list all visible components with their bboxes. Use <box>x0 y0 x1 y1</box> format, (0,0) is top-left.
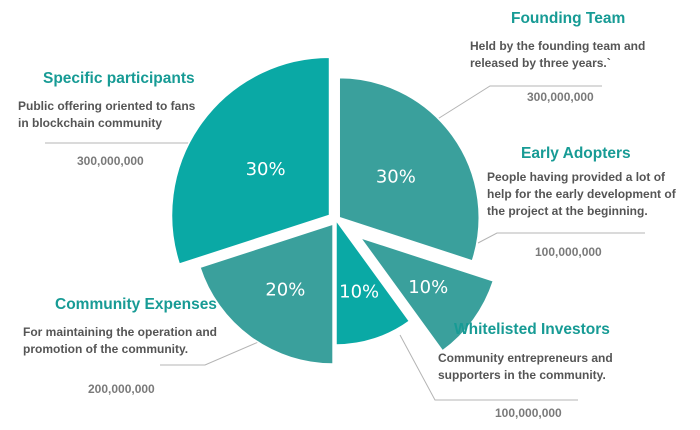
leader-line-early <box>477 232 645 244</box>
legend-desc-community-expenses: For maintaining the operation and promot… <box>23 325 218 356</box>
pie-slice-specific <box>170 56 331 266</box>
slice-value-label-whitelist: 10% <box>339 281 379 302</box>
legend-title-founding-team: Founding Team <box>511 10 626 27</box>
slice-value-labels: 30% 10% 10% 20% 30% <box>246 159 449 302</box>
pie-slice-community <box>198 223 334 365</box>
pie-slice-whitelist <box>335 217 411 346</box>
leader-line-founding <box>435 85 602 121</box>
legend-title-early-adopters: Early Adopters <box>521 145 631 162</box>
slice-value-label-community: 20% <box>265 280 305 301</box>
legend-title-specific-participants: Specific participants <box>43 70 195 87</box>
leader-line-whitelist <box>399 334 578 401</box>
slice-value-label-specific: 30% <box>246 159 286 180</box>
slice-value-label-early: 10% <box>408 277 448 298</box>
legend-amount-specific-participants: 300,000,000 <box>77 154 144 168</box>
legend-title-whitelisted-investors: Whitelisted Investors <box>454 321 610 338</box>
legend-amount-whitelisted-investors: 100,000,000 <box>495 406 562 420</box>
legend-amount-early-adopters: 100,000,000 <box>535 245 602 259</box>
pie-slice-early <box>358 236 495 352</box>
leader-line-community <box>160 339 264 366</box>
pie-slice-founding <box>338 76 480 262</box>
legend-desc-early-adopters: People having provided a lot of help for… <box>487 170 676 218</box>
legend-desc-founding-team: Held by the founding team and released b… <box>470 39 646 70</box>
legend-desc-whitelisted-investors: Community entrepreneurs and supporters i… <box>438 351 613 382</box>
legend-amount-community-expenses: 200,000,000 <box>88 382 155 396</box>
legend-title-community-expenses: Community Expenses <box>55 296 217 313</box>
pie-slices <box>170 56 495 365</box>
slice-value-label-founding: 30% <box>376 167 416 188</box>
legend-desc-specific-participants: Public offering oriented to fans in bloc… <box>18 99 196 130</box>
legend-amount-founding-team: 300,000,000 <box>527 90 594 104</box>
